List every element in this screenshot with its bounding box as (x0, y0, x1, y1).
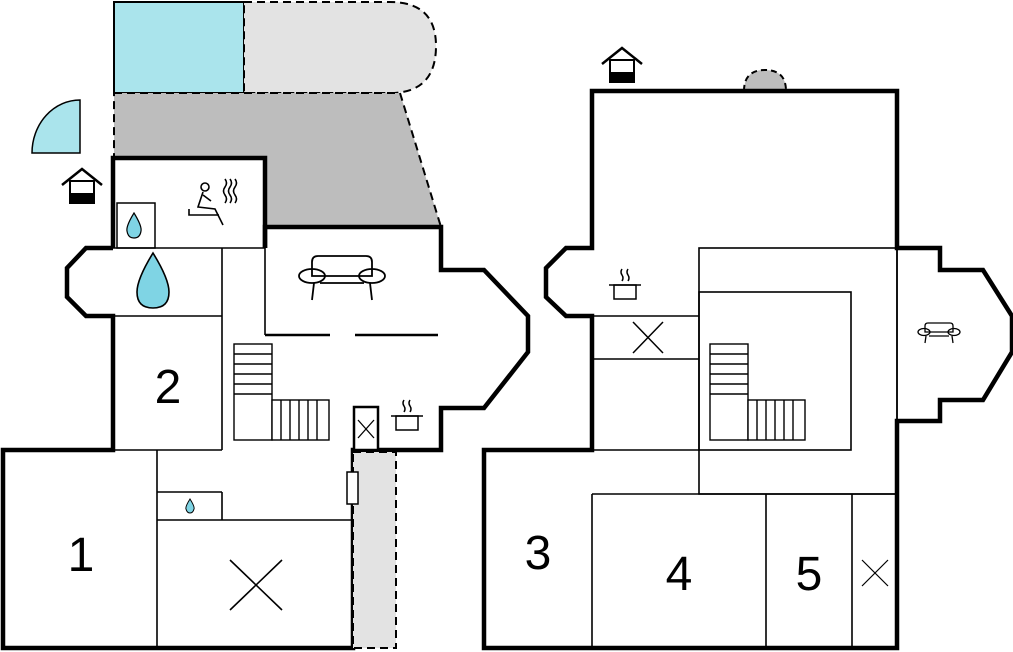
staircase-icon (709, 343, 806, 441)
cross-mark-icon (229, 559, 283, 611)
house-entrance-icon (61, 167, 103, 204)
cross-mark-icon (632, 321, 664, 354)
right-floor-walls (591, 247, 898, 648)
sauna-room-wall (110, 155, 268, 248)
room-label-1: 1 (68, 529, 95, 582)
walkway (352, 451, 397, 649)
room-label-2: 2 (155, 361, 182, 414)
room-label-3: 3 (525, 527, 552, 580)
sofa-icon (917, 322, 961, 344)
door-swing-icon (31, 99, 81, 154)
cross-mark-icon (861, 559, 889, 587)
sauna-icon (188, 178, 238, 226)
staircase-icon (233, 343, 330, 441)
room-label-5: 5 (796, 548, 823, 601)
door-marker (346, 471, 359, 505)
terrace-light (243, 1, 438, 94)
water-drop-icon (185, 498, 195, 514)
water-drop-icon (136, 251, 170, 309)
right-floor-outline (481, 88, 1013, 651)
house-entrance-icon (601, 46, 643, 83)
pool (113, 1, 245, 94)
shower-box (116, 202, 156, 249)
cooking-pot-icon (609, 268, 641, 300)
left-floor-walls (113, 248, 353, 648)
sofa-icon (298, 255, 386, 301)
cross-mark-icon (357, 419, 375, 439)
water-drop-icon (126, 211, 142, 239)
cooking-pot-icon (391, 399, 423, 431)
roof-dome (742, 68, 788, 92)
room-label-4: 4 (666, 548, 693, 601)
